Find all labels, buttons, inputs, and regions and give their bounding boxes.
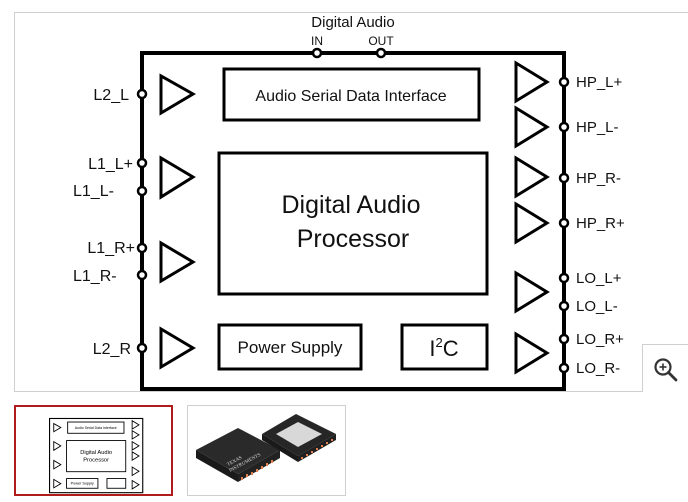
svg-text:Digital Audio: Digital Audio bbox=[80, 450, 112, 456]
pin-hp-l-minus bbox=[558, 121, 570, 133]
i2c-block bbox=[400, 323, 489, 371]
amp-hp-r-minus bbox=[514, 155, 550, 199]
image-viewer: Digital Audio IN OUT Audio Serial Data I… bbox=[14, 12, 688, 392]
power-supply-block bbox=[217, 323, 363, 371]
pin-label-l2-r: L2_R bbox=[93, 341, 131, 358]
pin-in bbox=[311, 47, 323, 59]
amp-hp-l-plus bbox=[514, 60, 550, 104]
chip-package-image: TEXAS INSTRUMENTS bbox=[196, 414, 336, 482]
processor-block bbox=[217, 151, 489, 296]
amp-lo-l bbox=[514, 270, 550, 314]
left-pins bbox=[136, 88, 148, 354]
pin-l2-r bbox=[136, 342, 148, 354]
amp-l2-r bbox=[159, 326, 196, 370]
pin-label-l1-l-plus: L1_L+ bbox=[88, 156, 133, 173]
amp-l1-l bbox=[159, 155, 196, 200]
pin-label-l2-l: L2_L bbox=[93, 87, 129, 104]
pin-label-hp-r-plus: HP_R+ bbox=[576, 215, 625, 232]
svg-text:Processor: Processor bbox=[83, 457, 109, 463]
pin-label-out: OUT bbox=[368, 34, 394, 48]
pin-l1-r-plus bbox=[136, 242, 148, 254]
amp-hp-l-minus bbox=[514, 105, 550, 149]
pin-label-lo-l-minus: LO_L- bbox=[576, 298, 618, 315]
pin-label-hp-r-minus: HP_R- bbox=[576, 170, 621, 187]
serial-interface-label: Audio Serial Data Interface bbox=[255, 88, 446, 105]
pin-label-l1-l-minus: L1_L- bbox=[73, 183, 114, 200]
pin-label-l1-r-plus: L1_R+ bbox=[87, 240, 135, 257]
pin-label-lo-l-plus: LO_L+ bbox=[576, 270, 622, 287]
amp-l2-l bbox=[159, 73, 196, 116]
serial-interface-block bbox=[222, 67, 481, 122]
pin-label-l1-r-minus: L1_R- bbox=[73, 268, 117, 285]
amp-hp-r-plus bbox=[514, 201, 550, 245]
amp-l1-r bbox=[159, 240, 196, 284]
pin-lo-r-minus bbox=[558, 362, 570, 374]
pin-hp-r-minus bbox=[558, 172, 570, 184]
thumbnail-block-diagram[interactable]: Digital Audio Processor Audio Serial Dat… bbox=[14, 405, 173, 496]
right-pins bbox=[558, 76, 570, 374]
pin-label-lo-r-minus: LO_R- bbox=[576, 360, 620, 377]
processor-label-line2: Processor bbox=[297, 225, 410, 253]
pin-label-in: IN bbox=[311, 34, 323, 48]
pin-l1-l-minus bbox=[136, 185, 148, 197]
pin-lo-l-minus bbox=[558, 300, 570, 312]
pin-hp-l-plus bbox=[558, 76, 570, 88]
zoom-in-button[interactable] bbox=[642, 344, 688, 392]
zoom-in-icon bbox=[654, 358, 678, 382]
svg-text:Power Supply: Power Supply bbox=[71, 482, 94, 486]
pin-hp-r-plus bbox=[558, 217, 570, 229]
i2c-label: I2C bbox=[429, 335, 458, 361]
block-diagram: Digital Audio IN OUT Audio Serial Data I… bbox=[73, 14, 625, 391]
pin-out bbox=[375, 47, 387, 59]
thumbnail-chip-photo[interactable]: TEXAS INSTRUMENTS bbox=[187, 405, 346, 496]
pin-label-hp-l-plus: HP_L+ bbox=[576, 74, 623, 91]
pin-l1-r-minus bbox=[136, 269, 148, 281]
pin-l2-l bbox=[136, 88, 148, 100]
pin-lo-l-plus bbox=[558, 272, 570, 284]
pin-label-lo-r-plus: LO_R+ bbox=[576, 331, 624, 348]
pin-lo-r-plus bbox=[558, 333, 570, 345]
pin-l1-l-plus bbox=[136, 157, 148, 169]
block-diagram-thumbnail: Digital Audio Processor Audio Serial Dat… bbox=[49, 417, 144, 494]
svg-text:Audio Serial Data Interface: Audio Serial Data Interface bbox=[75, 426, 117, 430]
amp-lo-r bbox=[514, 331, 550, 375]
pin-label-hp-l-minus: HP_L- bbox=[576, 119, 619, 136]
digital-audio-label: Digital Audio bbox=[311, 14, 394, 31]
power-supply-label: Power Supply bbox=[238, 338, 343, 357]
processor-label-line1: Digital Audio bbox=[282, 191, 421, 219]
